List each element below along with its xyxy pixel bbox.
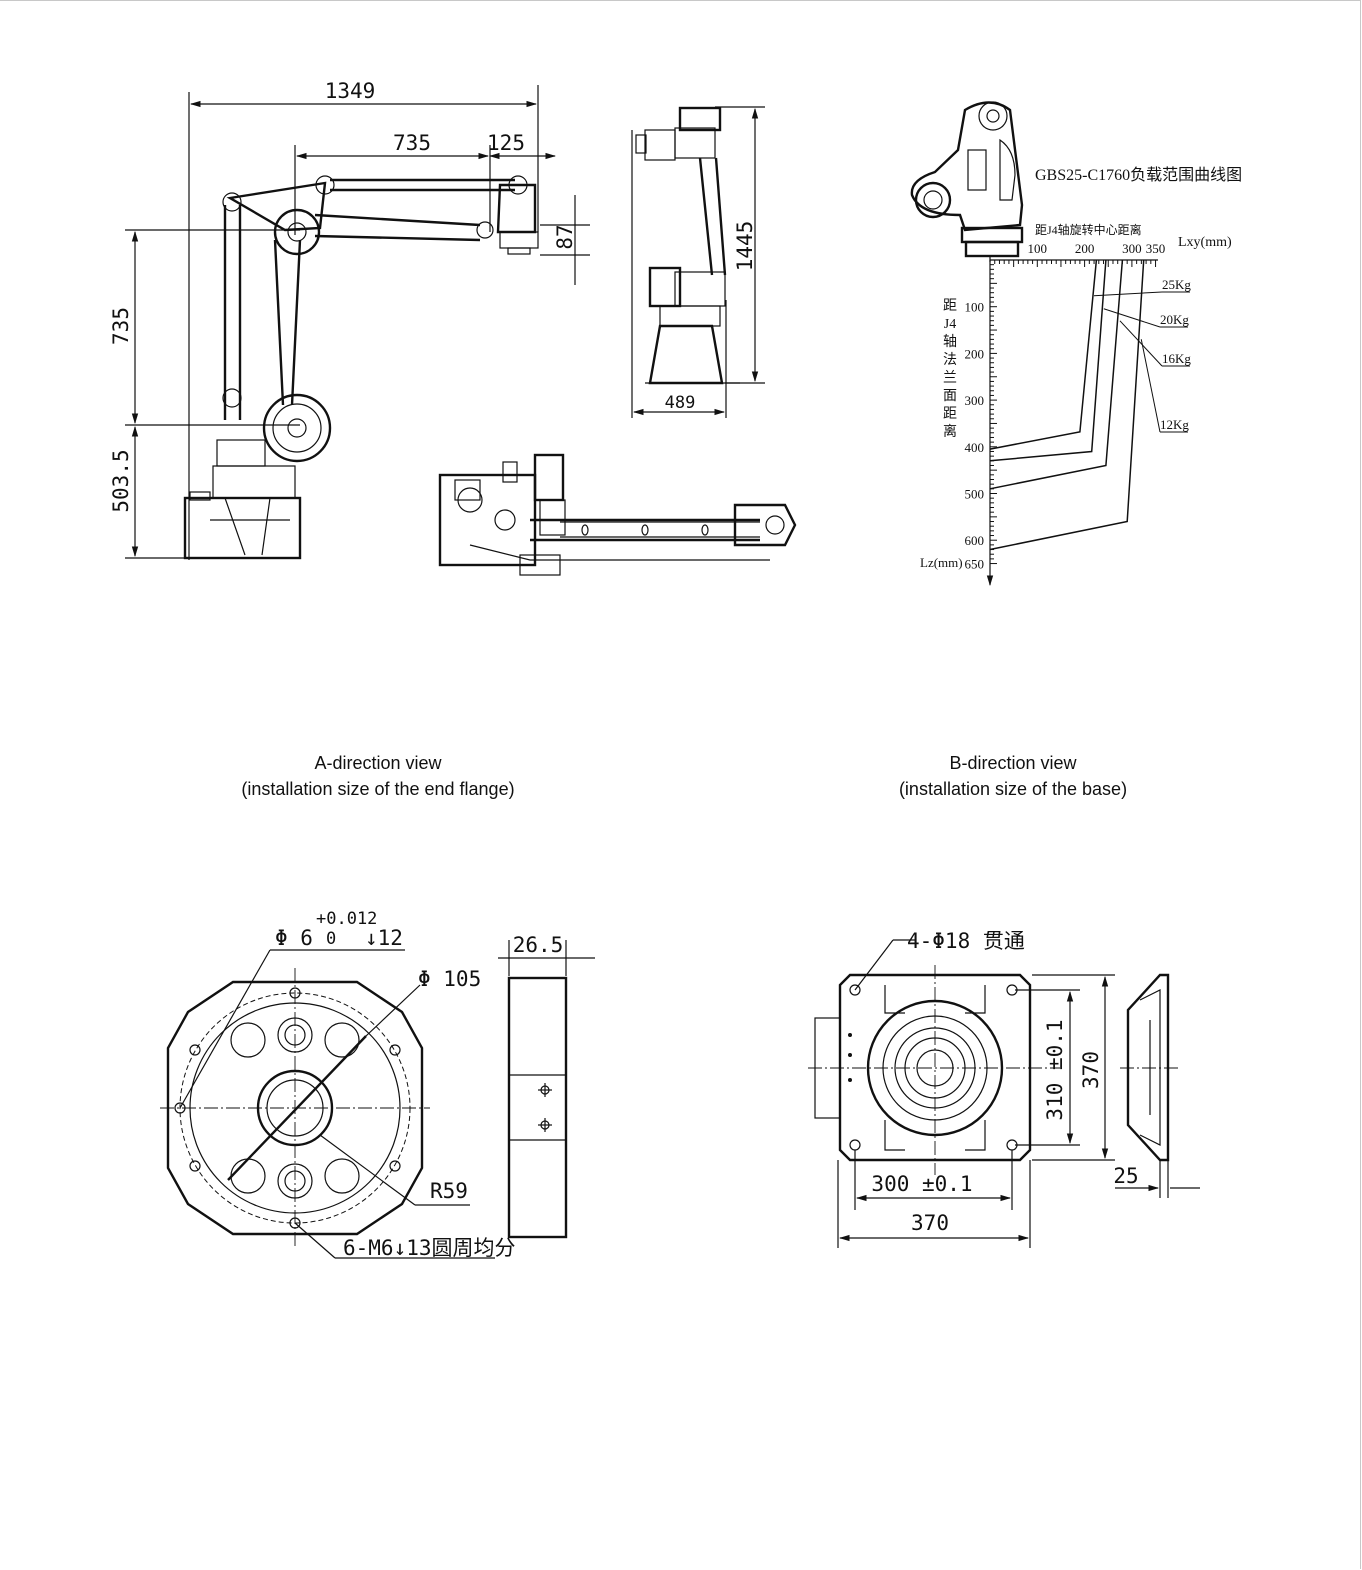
load-curve-12Kg: [989, 259, 1145, 551]
robot-side-view: [631, 106, 765, 418]
y-axis-label-char: 距: [943, 298, 957, 314]
series-leader-line: [1140, 339, 1161, 433]
y-tick-label: 600: [965, 533, 985, 548]
caption-b-direction: B-direction view (installation size of t…: [813, 750, 1213, 802]
x-tick-label: 300: [1122, 241, 1142, 256]
y-axis-label-char: 轴: [943, 334, 957, 350]
dim-489: 489: [665, 393, 696, 413]
flange-holes-note: 6-M6↓13圆周均分: [343, 1236, 516, 1260]
series-leader-line: [1093, 291, 1163, 297]
chart-x-unit: Lxy(mm): [1178, 235, 1232, 250]
load-chart-wrist-sketch: [910, 101, 1024, 262]
load-curve-25Kg: [989, 259, 1098, 450]
series-label-16Kg: 16Kg: [1162, 351, 1191, 366]
chart-title: GBS25-C1760负载范围曲线图: [1035, 166, 1242, 184]
caption-a-subtitle: (installation size of the end flange): [241, 779, 515, 799]
dim-300: 300 ±0.1: [871, 1172, 972, 1196]
y-axis-label-char: 兰: [943, 370, 957, 386]
x-tick-label: 350: [1146, 241, 1166, 256]
flange-tolerance-lower: 0: [326, 929, 336, 949]
y-tick-label: 400: [965, 440, 985, 455]
load-curve-16Kg: [989, 259, 1124, 490]
dim-1445: 1445: [733, 221, 757, 272]
y-tick-label: 100: [965, 300, 985, 315]
robot-front-view: [125, 85, 590, 560]
dim-735-horizontal: 735: [393, 131, 431, 155]
dim-370-horizontal: 370: [911, 1211, 949, 1235]
x-tick-label: 200: [1075, 241, 1095, 256]
flange-drawing: [160, 940, 595, 1259]
series-label-25Kg: 25Kg: [1162, 277, 1191, 292]
y-axis-label-char: 离: [943, 423, 957, 440]
flange-tolerance-upper: +0.012: [316, 909, 377, 929]
series-label-12Kg: 12Kg: [1160, 417, 1189, 432]
flange-dia105-label: Φ 105: [418, 967, 481, 991]
y-axis-label-char: 法: [943, 352, 957, 368]
load-curve-20Kg: [989, 259, 1107, 462]
robot-top-view: [438, 453, 797, 576]
caption-a-title: A-direction view: [314, 753, 442, 773]
load-chart-labels: 25Kg 20Kg 16Kg 12Kg: [1093, 277, 1191, 433]
y-tick-label: 200: [965, 346, 985, 361]
series-leader-line: [1119, 320, 1163, 367]
caption-b-title: B-direction view: [949, 753, 1077, 773]
flange-r59-label: R59: [430, 1179, 468, 1203]
base-drawing: [808, 939, 1200, 1248]
chart-y-unit: Lz(mm): [920, 555, 963, 570]
y-tick-label: 300: [965, 393, 985, 408]
load-chart-ticks: 100 200 300 350 100 200 300 400 500 600 650: [965, 241, 1166, 572]
series-leader-line: [1103, 308, 1161, 328]
y-tick-label: 500: [965, 487, 985, 502]
flange-depth-12: ↓12: [365, 926, 403, 950]
dim-370-vertical: 370: [1079, 1051, 1103, 1089]
base-holes-label: 4-Φ18 贯通: [907, 929, 1025, 953]
dim-503-5: 503.5: [109, 449, 133, 512]
y-axis-label-char: 距: [943, 406, 957, 422]
y-axis-label-char: 面: [943, 389, 957, 404]
dim-1349: 1349: [325, 79, 376, 103]
flange-width-26-5: 26.5: [513, 933, 564, 957]
y-tick-label: 650: [965, 557, 985, 572]
x-tick-label: 100: [1028, 241, 1048, 256]
flange-dia6-label: Φ 6: [275, 926, 313, 950]
caption-b-subtitle: (installation size of the base): [898, 779, 1128, 799]
y-axis-label-char: J4: [944, 317, 956, 332]
chart-x-axis-label: 距J4轴旋转中心距离: [1035, 222, 1142, 237]
load-chart-curves: [989, 259, 1145, 551]
series-label-20Kg: 20Kg: [1160, 312, 1189, 327]
dim-310: 310 ±0.1: [1043, 1019, 1067, 1120]
dim-735-vertical: 735: [109, 307, 133, 345]
dim-87: 87: [553, 224, 577, 249]
dim-25: 25: [1113, 1164, 1138, 1188]
caption-a-direction: A-direction view (installation size of t…: [178, 750, 578, 802]
dim-125: 125: [487, 131, 525, 155]
